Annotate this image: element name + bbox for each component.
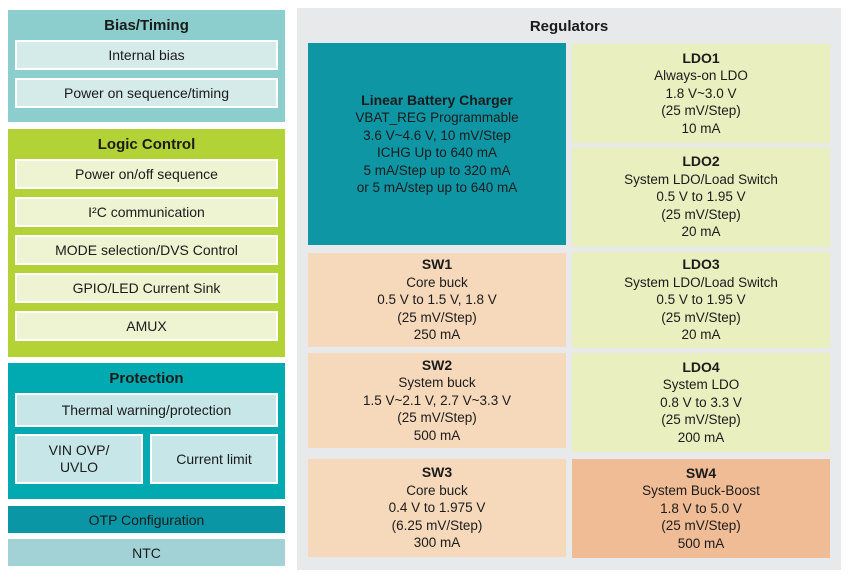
ldo1-block: LDO1 Always-on LDO 1.8 V~3.0 V (25 mV/St… — [572, 44, 830, 143]
ldo1-line: Always-on LDO — [654, 68, 748, 84]
ldo3-title: LDO3 — [682, 256, 720, 273]
logic-control-block: Logic Control Power on/off sequence I²C … — [8, 129, 285, 357]
otp-configuration-bar: OTP Configuration — [8, 506, 285, 533]
ldo4-title: LDO4 — [682, 358, 720, 375]
sw4-line: 500 mA — [677, 535, 725, 551]
ldo4-line: 200 mA — [677, 429, 725, 445]
sw2-line: 500 mA — [413, 427, 461, 443]
protection-title: Protection — [109, 370, 184, 387]
protection-cell-vin-ovp-uvlo: VIN OVP/ UVLO — [15, 434, 143, 484]
ldo2-title: LDO2 — [682, 153, 720, 170]
sw2-line: (25 mV/Step) — [397, 410, 477, 426]
regulators-title: Regulators — [529, 18, 609, 35]
bias-row-internal-bias: Internal bias — [15, 40, 278, 70]
regulators-panel: Regulators Linear Battery Charger VBAT_R… — [297, 8, 841, 570]
sw1-line: 250 mA — [413, 327, 461, 343]
sw2-line: 1.5 V~2.1 V, 2.7 V~3.3 V — [362, 392, 512, 408]
ldo1-title: LDO1 — [682, 49, 720, 66]
ldo4-block: LDO4 System LDO 0.8 V to 3.3 V (25 mV/St… — [572, 353, 830, 452]
sw1-line: (25 mV/Step) — [397, 309, 477, 325]
ldo2-line: 20 mA — [681, 224, 721, 240]
sw2-block: SW2 System buck 1.5 V~2.1 V, 2.7 V~3.3 V… — [308, 353, 566, 448]
sw4-block: SW4 System Buck-Boost 1.8 V to 5.0 V (25… — [572, 459, 830, 558]
ldo1-line: (25 mV/Step) — [661, 103, 741, 119]
ldo3-line: (25 mV/Step) — [661, 309, 741, 325]
ldo2-line: (25 mV/Step) — [661, 206, 741, 222]
logic-row-power-onoff: Power on/off sequence — [15, 159, 278, 189]
current-limit-line: Current limit — [176, 450, 252, 467]
ldo2-block: LDO2 System LDO/Load Switch 0.5 V to 1.9… — [572, 147, 830, 247]
charger-line: VBAT_REG Programmable — [355, 110, 519, 125]
sw3-line: 300 mA — [413, 535, 461, 551]
bias-timing-block: Bias/Timing Internal bias Power on seque… — [8, 10, 285, 122]
ldo1-line: 1.8 V~3.0 V — [665, 85, 737, 101]
charger-line: 3.6 V~4.6 V, 10 mV/Step — [363, 127, 511, 143]
sw3-title: SW3 — [421, 464, 453, 481]
charger-line: or 5 mA/step up to 640 mA — [356, 180, 518, 195]
logic-row-i2c: I²C communication — [15, 197, 278, 227]
sw4-line: (25 mV/Step) — [661, 518, 741, 534]
ldo1-line: 10 mA — [681, 120, 721, 136]
ldo4-line: 0.8 V to 3.3 V — [660, 394, 742, 410]
ldo2-line: System LDO/Load Switch — [624, 171, 778, 187]
ldo3-line: System LDO/Load Switch — [624, 274, 778, 290]
ldo2-line: 0.5 V to 1.95 V — [656, 189, 746, 205]
uvlo-line: UVLO — [59, 459, 99, 475]
protection-row-thermal: Thermal warning/protection — [15, 393, 278, 427]
sw2-line: System buck — [398, 375, 476, 391]
vin-ovp-line: VIN OVP/ — [48, 442, 110, 458]
protection-split-row: VIN OVP/ UVLO Current limit — [15, 434, 278, 484]
sw3-line: Core buck — [406, 482, 468, 498]
bias-timing-title: Bias/Timing — [104, 17, 189, 34]
sw4-line: 1.8 V to 5.0 V — [660, 500, 742, 516]
sw1-line: 0.5 V to 1.5 V, 1.8 V — [377, 292, 497, 308]
logic-row-mode-dvs: MODE selection/DVS Control — [15, 235, 278, 265]
ldo3-block: LDO3 System LDO/Load Switch 0.5 V to 1.9… — [572, 252, 830, 348]
charger-line: ICHG Up to 640 mA — [376, 145, 498, 160]
ntc-bar: NTC — [8, 539, 285, 566]
protection-cell-current-limit: Current limit — [150, 434, 278, 484]
ldo4-line: (25 mV/Step) — [661, 412, 741, 428]
bias-row-power-on-sequence: Power on sequence/timing — [15, 78, 278, 108]
linear-battery-charger-block: Linear Battery Charger VBAT_REG Programm… — [308, 43, 566, 245]
sw3-line: (6.25 mV/Step) — [391, 517, 483, 533]
ldo3-line: 0.5 V to 1.95 V — [656, 292, 746, 308]
logic-row-gpio-led: GPIO/LED Current Sink — [15, 273, 278, 303]
sw4-line: System Buck-Boost — [642, 483, 760, 499]
logic-row-amux: AMUX — [15, 311, 278, 341]
protection-block: Protection Thermal warning/protection VI… — [8, 363, 285, 499]
sw3-block: SW3 Core buck 0.4 V to 1.975 V (6.25 mV/… — [308, 459, 566, 557]
sw4-title: SW4 — [685, 464, 717, 481]
sw3-line: 0.4 V to 1.975 V — [388, 500, 486, 516]
sw1-title: SW1 — [421, 256, 453, 273]
ldo4-line: System LDO — [662, 377, 740, 393]
sw1-line: Core buck — [406, 274, 468, 290]
ldo3-line: 20 mA — [681, 327, 721, 343]
charger-title: Linear Battery Charger — [361, 91, 513, 108]
sw2-title: SW2 — [421, 356, 453, 373]
charger-line: 5 mA/Step up to 320 mA — [363, 162, 511, 178]
sw1-block: SW1 Core buck 0.5 V to 1.5 V, 1.8 V (25 … — [308, 253, 566, 347]
logic-control-title: Logic Control — [97, 136, 196, 153]
